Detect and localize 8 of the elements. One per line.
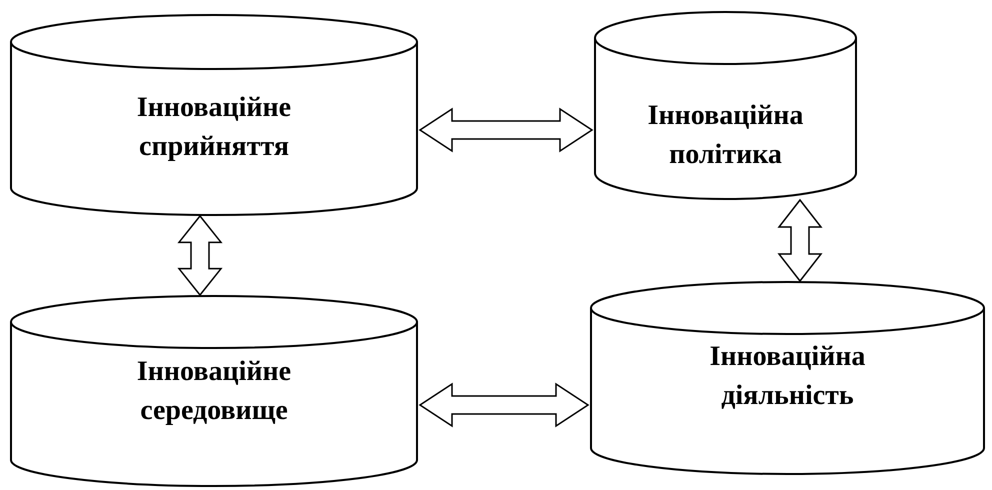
- node-label: Інноваційна діяльність: [708, 340, 866, 414]
- node-label: Інноваційне сприйняття: [136, 91, 292, 164]
- double-arrow: [777, 198, 823, 282]
- double-arrow: [418, 382, 590, 428]
- double-arrow: [418, 108, 594, 152]
- double-arrow: [177, 214, 223, 296]
- node-label: Інноваційне середовище: [136, 355, 292, 428]
- node-label: Інноваційна політика: [646, 99, 804, 172]
